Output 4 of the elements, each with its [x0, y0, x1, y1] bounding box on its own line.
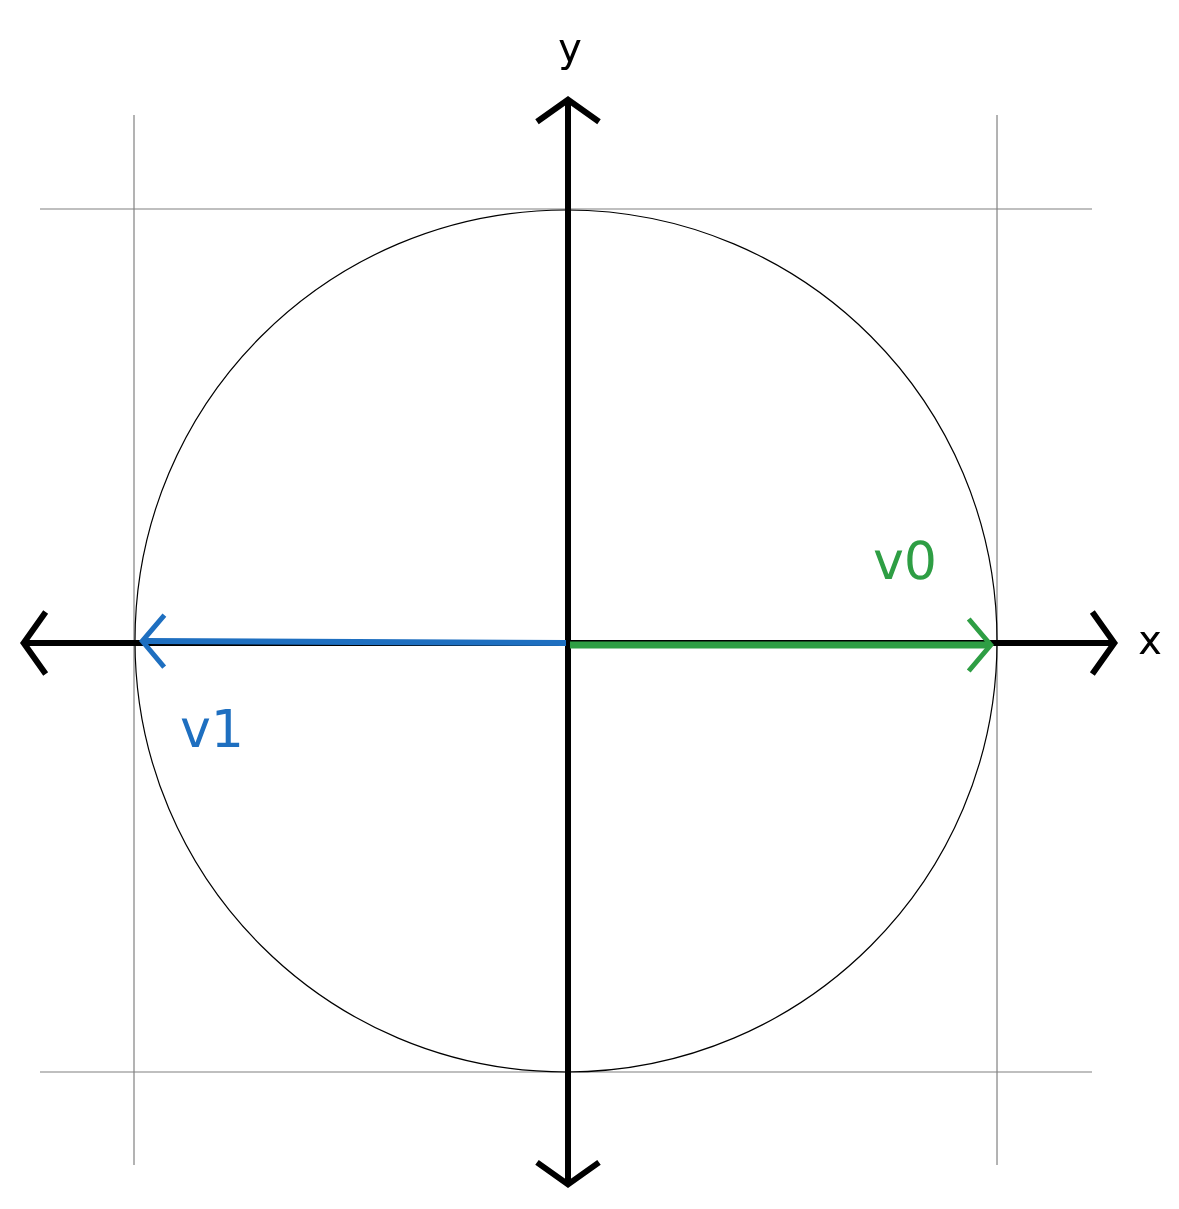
axis-label: v0: [874, 540, 934, 580]
axis-label: x: [1139, 632, 1161, 654]
axis-label: y: [559, 39, 581, 71]
axis-label: v1: [181, 709, 240, 747]
